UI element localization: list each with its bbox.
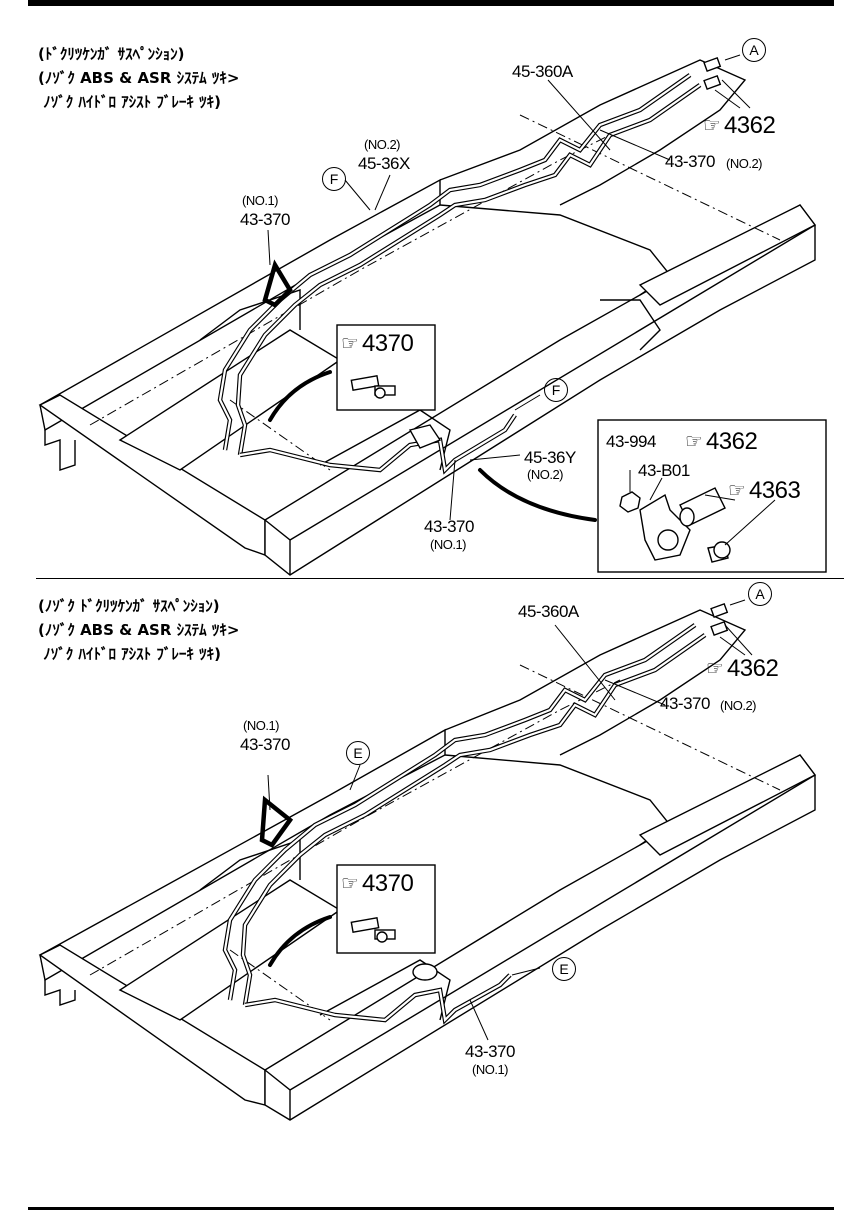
bottom-label-45-360A: 45-360A	[518, 602, 579, 621]
top-note-line-1: (ﾄﾞｸﾘﾂｹﾝｶﾞ ｻｽﾍﾟﾝｼｮﾝ)	[38, 45, 185, 63]
bottom-note-line-3: ﾉｿﾞｸ ﾊｲﾄﾞﾛ ｱｼｽﾄ ﾌﾞﾚｰｷ ﾂｷ)	[38, 645, 221, 663]
pointing-hand-icon: ☞	[706, 658, 724, 680]
ref-number: 4362	[726, 655, 779, 682]
top-leader-lines	[267, 54, 751, 521]
bottom-label-43-370-no2: 43-370	[660, 694, 710, 713]
bottom-label-43-370-no1-tag: (NO.1)	[243, 718, 280, 733]
top-label-43-370-no1-lower: 43-370	[424, 517, 474, 536]
top-ref-4370[interactable]: ☞ 4370	[341, 330, 414, 358]
top-label-45-36Y: 45-36Y	[524, 448, 576, 467]
top-label-43-370-no2: 43-370	[665, 152, 715, 171]
top-brake-pipes	[217, 56, 722, 475]
pointing-hand-icon: ☞	[703, 115, 721, 137]
bottom-callout-E-right: E	[552, 957, 576, 981]
top-inset-4370-part	[350, 375, 396, 399]
top-label-43-B01: 43-B01	[638, 461, 690, 480]
top-swoosh-detail	[478, 468, 597, 522]
pointing-hand-icon: ☞	[685, 431, 703, 453]
top-label-43-370-no1-lower-tag: (NO.1)	[430, 537, 467, 552]
top-chassis-frame	[38, 59, 817, 576]
top-label-45-36X: 45-36X	[358, 154, 410, 173]
ref-number: 4362	[705, 428, 758, 455]
ref-number: 4363	[748, 477, 801, 504]
top-ref-4363[interactable]: ☞ 4363	[728, 477, 801, 505]
bottom-chassis-frame	[38, 609, 817, 1121]
bottom-swoosh-4370	[268, 915, 332, 967]
top-ref-4362-b[interactable]: ☞ 4362	[685, 428, 758, 456]
top-swoosh-4370	[268, 370, 332, 422]
bottom-inset-4370-part	[350, 917, 396, 943]
top-label-43-370-no2-tag: (NO.2)	[726, 156, 763, 171]
section-divider	[36, 578, 844, 579]
bottom-label-43-370-no1-lower-tag: (NO.1)	[472, 1062, 509, 1077]
top-callout-F-right: F	[544, 378, 568, 402]
bottom-border	[28, 1207, 834, 1210]
top-callout-F-left: F	[322, 167, 346, 191]
pointing-hand-icon: ☞	[341, 873, 359, 895]
top-ref-4362-a[interactable]: ☞ 4362	[703, 112, 776, 140]
top-border	[28, 0, 834, 6]
bottom-note-line-2: (ﾉｿﾞｸ ABS & ASR ｼｽﾃﾑ ﾂｷ>	[38, 621, 240, 639]
top-label-45-36X-tag: (NO.2)	[364, 137, 401, 152]
ref-number: 4370	[361, 330, 414, 357]
bottom-leader-lines	[267, 599, 753, 1041]
ref-number: 4362	[723, 112, 776, 139]
bottom-callout-E-left: E	[346, 741, 370, 765]
top-label-43-370-no1: 43-370	[240, 210, 290, 229]
bottom-ref-4362[interactable]: ☞ 4362	[706, 655, 779, 683]
top-note-line-2: (ﾉｿﾞｸ ABS & ASR ｼｽﾃﾑ ﾂｷ>	[38, 69, 240, 87]
pointing-hand-icon: ☞	[728, 480, 746, 502]
top-label-43-994: 43-994	[606, 432, 656, 451]
bottom-note-line-1: (ﾉｿﾞｸ ﾄﾞｸﾘﾂｹﾝｶﾞ ｻｽﾍﾟﾝｼｮﾝ)	[38, 597, 220, 615]
top-label-45-36Y-tag: (NO.2)	[527, 467, 564, 482]
bottom-label-43-370-no2-tag: (NO.2)	[720, 698, 757, 713]
top-inset-4370-box	[336, 324, 436, 411]
pointing-hand-icon: ☞	[341, 333, 359, 355]
top-detail-parts	[619, 470, 776, 563]
bottom-callout-A: A	[748, 582, 772, 606]
bottom-brake-pipes	[222, 602, 729, 1025]
top-label-45-360A: 45-360A	[512, 62, 573, 81]
ref-number: 4370	[361, 870, 414, 897]
bottom-ref-4370[interactable]: ☞ 4370	[341, 870, 414, 898]
top-callout-A: A	[742, 38, 766, 62]
top-label-43-370-no1-tag: (NO.1)	[242, 193, 279, 208]
top-note-line-3: ﾉｿﾞｸ ﾊｲﾄﾞﾛ ｱｼｽﾄ ﾌﾞﾚｰｷ ﾂｷ)	[38, 93, 221, 111]
bottom-label-43-370-no1: 43-370	[240, 735, 290, 754]
bottom-label-43-370-no1-lower: 43-370	[465, 1042, 515, 1061]
